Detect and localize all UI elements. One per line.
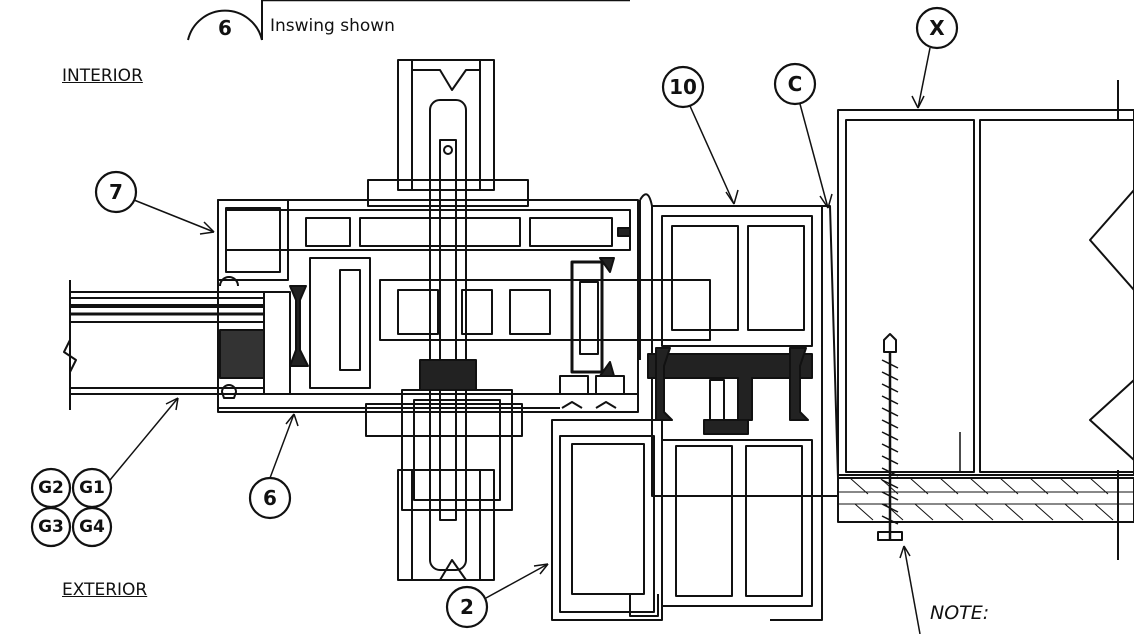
detail-caption: Inswing shown bbox=[270, 16, 395, 36]
callout-g1: G1 bbox=[79, 478, 105, 498]
callout-7: 7 bbox=[109, 180, 123, 204]
sill-profile-2 bbox=[551, 401, 663, 621]
weatherseals bbox=[219, 227, 809, 421]
callout-g4: G4 bbox=[79, 517, 105, 537]
fastener-screw bbox=[877, 333, 903, 541]
interior-label: INTERIOR bbox=[62, 66, 143, 86]
insulated-glass bbox=[63, 280, 291, 410]
callout-c: C bbox=[787, 72, 803, 96]
callout-10: 10 bbox=[669, 75, 697, 99]
callout-bubbles bbox=[30, 6, 959, 629]
callout-x: X bbox=[929, 16, 945, 40]
exterior-label: EXTERIOR bbox=[62, 580, 148, 600]
sill-band bbox=[837, 477, 1134, 523]
callout-g3: G3 bbox=[38, 517, 64, 537]
wall-frame bbox=[837, 80, 1134, 560]
frame-profile-10 bbox=[639, 193, 839, 621]
lock-hardware bbox=[365, 59, 711, 581]
detail-number: 6 bbox=[218, 16, 232, 40]
note-label: NOTE: bbox=[930, 602, 990, 624]
thermal-break bbox=[647, 353, 813, 435]
callout-6: 6 bbox=[263, 486, 277, 510]
callout-2: 2 bbox=[460, 595, 474, 619]
detail-header-bubble bbox=[187, 0, 630, 41]
leader-lines bbox=[109, 47, 931, 634]
callout-g2: G2 bbox=[38, 478, 64, 498]
